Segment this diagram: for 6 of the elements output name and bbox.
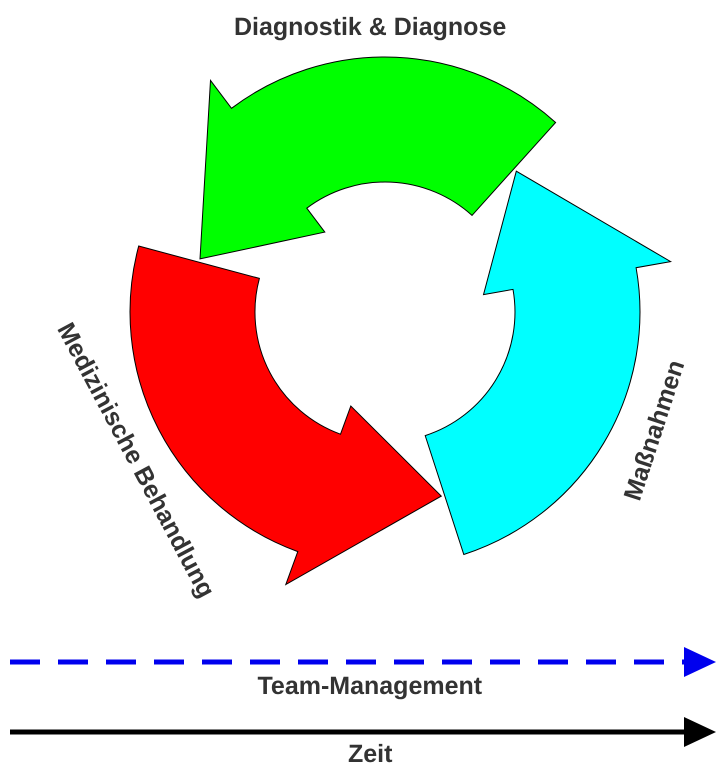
curved-arrow xyxy=(424,170,672,555)
phase-label: Diagnostik & Diagnose xyxy=(234,12,506,42)
arrow-label: Zeit xyxy=(348,740,392,767)
arrow-label: Team-Management xyxy=(258,672,482,700)
curved-arrow xyxy=(200,56,556,260)
curved-arrow xyxy=(130,246,442,585)
